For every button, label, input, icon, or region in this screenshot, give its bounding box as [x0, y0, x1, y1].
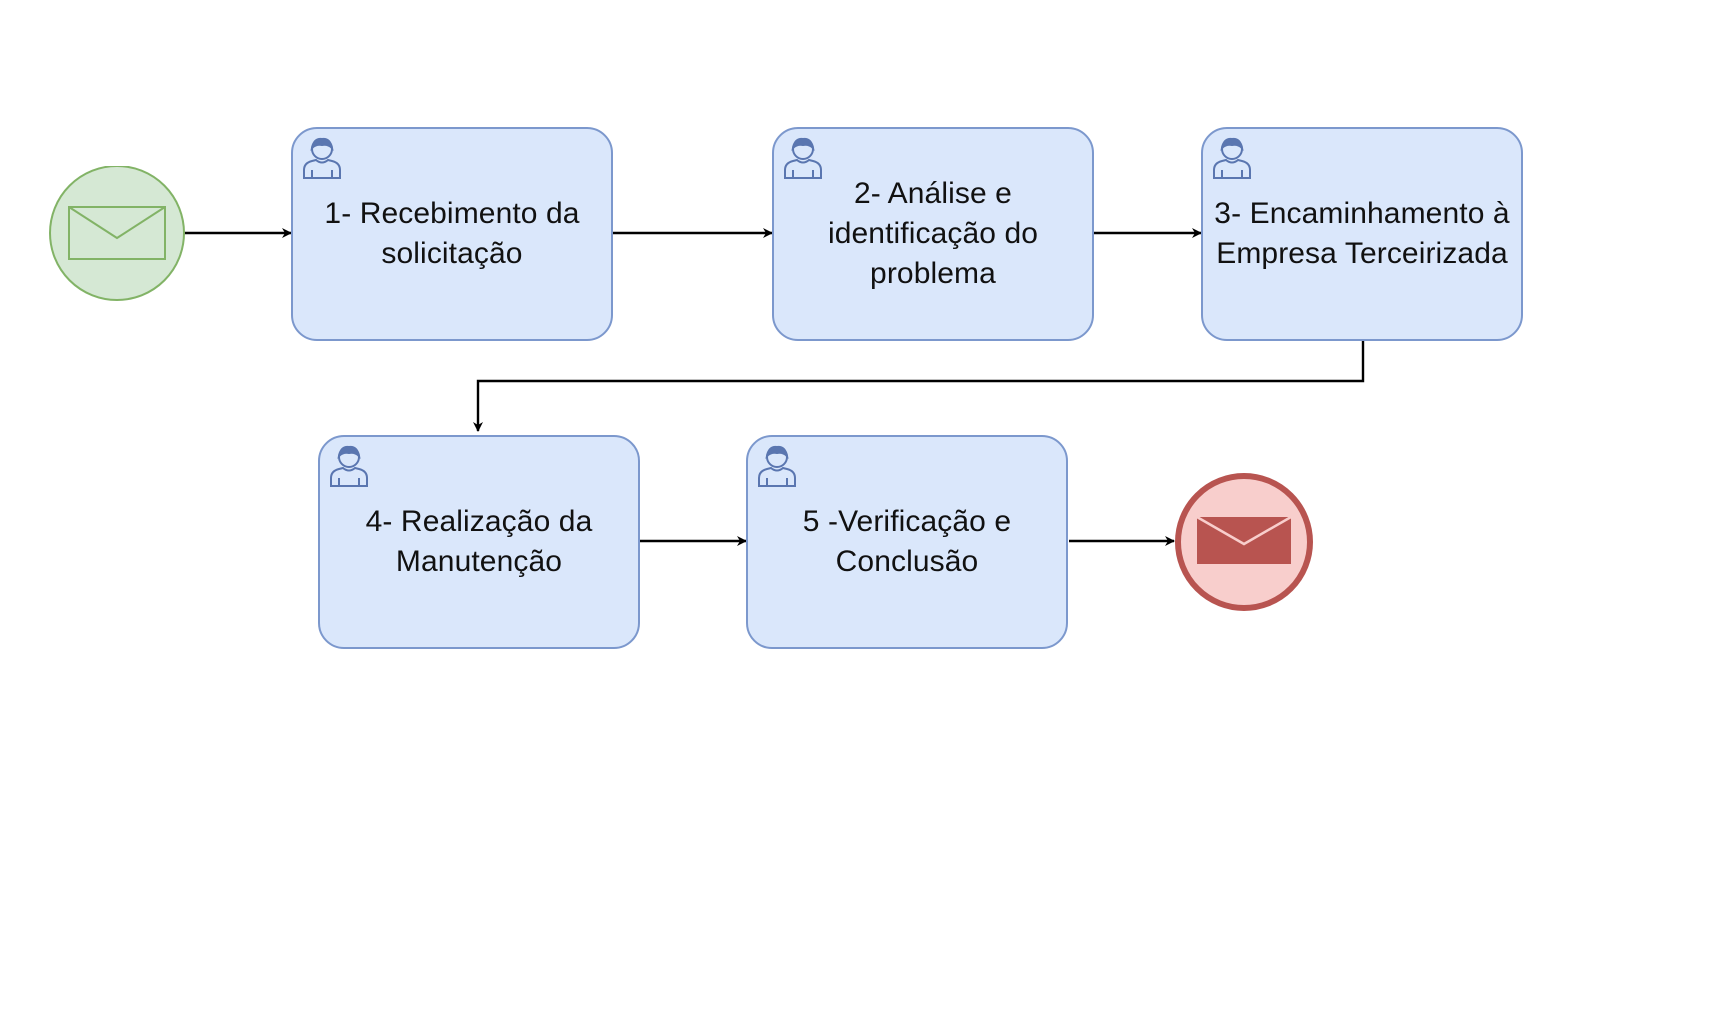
task-5-label: 5 -Verificação e Conclusão [802, 505, 1012, 578]
flow-task-3-to-task-4 [473, 341, 1365, 432]
message-start-event [49, 166, 185, 301]
task-1[interactable]: 1- Recebimento da solicitação [291, 127, 613, 341]
task-3-label: 3- Encaminhamento à Empresa Terceirizada [1214, 197, 1510, 270]
user-icon [1213, 137, 1251, 179]
envelope-filled-icon [1196, 515, 1292, 564]
task-2[interactable]: 2- Análise e identificação do problema [772, 127, 1094, 341]
task-5[interactable]: 5 -Verificação e Conclusão [746, 435, 1068, 649]
envelope-icon [68, 206, 166, 260]
user-icon [784, 137, 822, 179]
task-2-label: 2- Análise e identificação do problema [827, 177, 1039, 290]
task-4[interactable]: 4- Realização da Manutenção [318, 435, 640, 649]
user-icon [303, 137, 341, 179]
task-4-label: 4- Realização da Manutenção [365, 505, 593, 578]
message-end-event [1175, 473, 1313, 611]
user-icon [758, 445, 796, 487]
task-1-label: 1- Recebimento da solicitação [324, 197, 580, 270]
task-3[interactable]: 3- Encaminhamento à Empresa Terceirizada [1201, 127, 1523, 341]
user-icon [330, 445, 368, 487]
